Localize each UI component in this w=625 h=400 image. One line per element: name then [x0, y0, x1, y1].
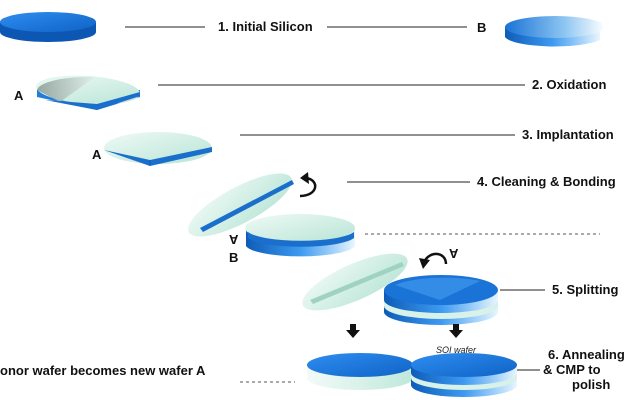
- wafer-letter-a-step3: A: [92, 147, 102, 162]
- wafer-donor-new-a: [307, 353, 413, 390]
- step-label-annealing-1: 6. Annealing: [548, 347, 625, 362]
- wafer-a-split: [302, 253, 408, 311]
- soi-process-diagram: 1. Initial Silicon 2. Oxidation 3. Impla…: [0, 12, 625, 397]
- diagram-graphics: [0, 12, 605, 397]
- wafer-letter-b-step1: B: [477, 20, 487, 35]
- wafer-b-bonding: [245, 214, 355, 257]
- wafer-a-oxidized: [36, 75, 140, 110]
- step-label-splitting: 5. Splitting: [552, 282, 619, 297]
- step-label-implantation: 3. Implantation: [522, 127, 614, 142]
- wafer-soi-stack: [384, 275, 498, 325]
- step-label-annealing-3: polish: [572, 377, 611, 392]
- wafer-soi-final: [411, 353, 517, 397]
- wafer-b-initial: [505, 16, 605, 47]
- flip-arrow-icon: [299, 176, 317, 198]
- step-label-cleaning-bonding: 4. Cleaning & Bonding: [477, 174, 616, 189]
- down-arrow-icon-left: [346, 324, 360, 338]
- wafer-a-implanted: [104, 132, 212, 166]
- wafer-letter-a-flipped-step5: A: [449, 246, 459, 261]
- wafer-initial-silicon: [0, 12, 96, 42]
- step-label-initial-silicon: 1. Initial Silicon: [218, 19, 313, 34]
- step-label-oxidation: 2. Oxidation: [532, 77, 607, 92]
- flip-arrow-head-icon-2: [419, 258, 430, 269]
- donor-wafer-note: onor wafer becomes new wafer A: [0, 363, 206, 378]
- down-arrow-icon-right: [449, 324, 463, 338]
- step-label-annealing-2: & CMP to: [543, 362, 601, 377]
- wafer-letter-a-flipped-step4: A: [229, 232, 239, 247]
- soi-wafer-label: SOI wafer: [436, 345, 477, 355]
- wafer-letter-b-step4: B: [229, 250, 239, 265]
- flip-arrow-head-icon: [300, 172, 309, 184]
- wafer-letter-a-step2: A: [14, 88, 24, 103]
- wafer-a-flipping: [188, 173, 294, 237]
